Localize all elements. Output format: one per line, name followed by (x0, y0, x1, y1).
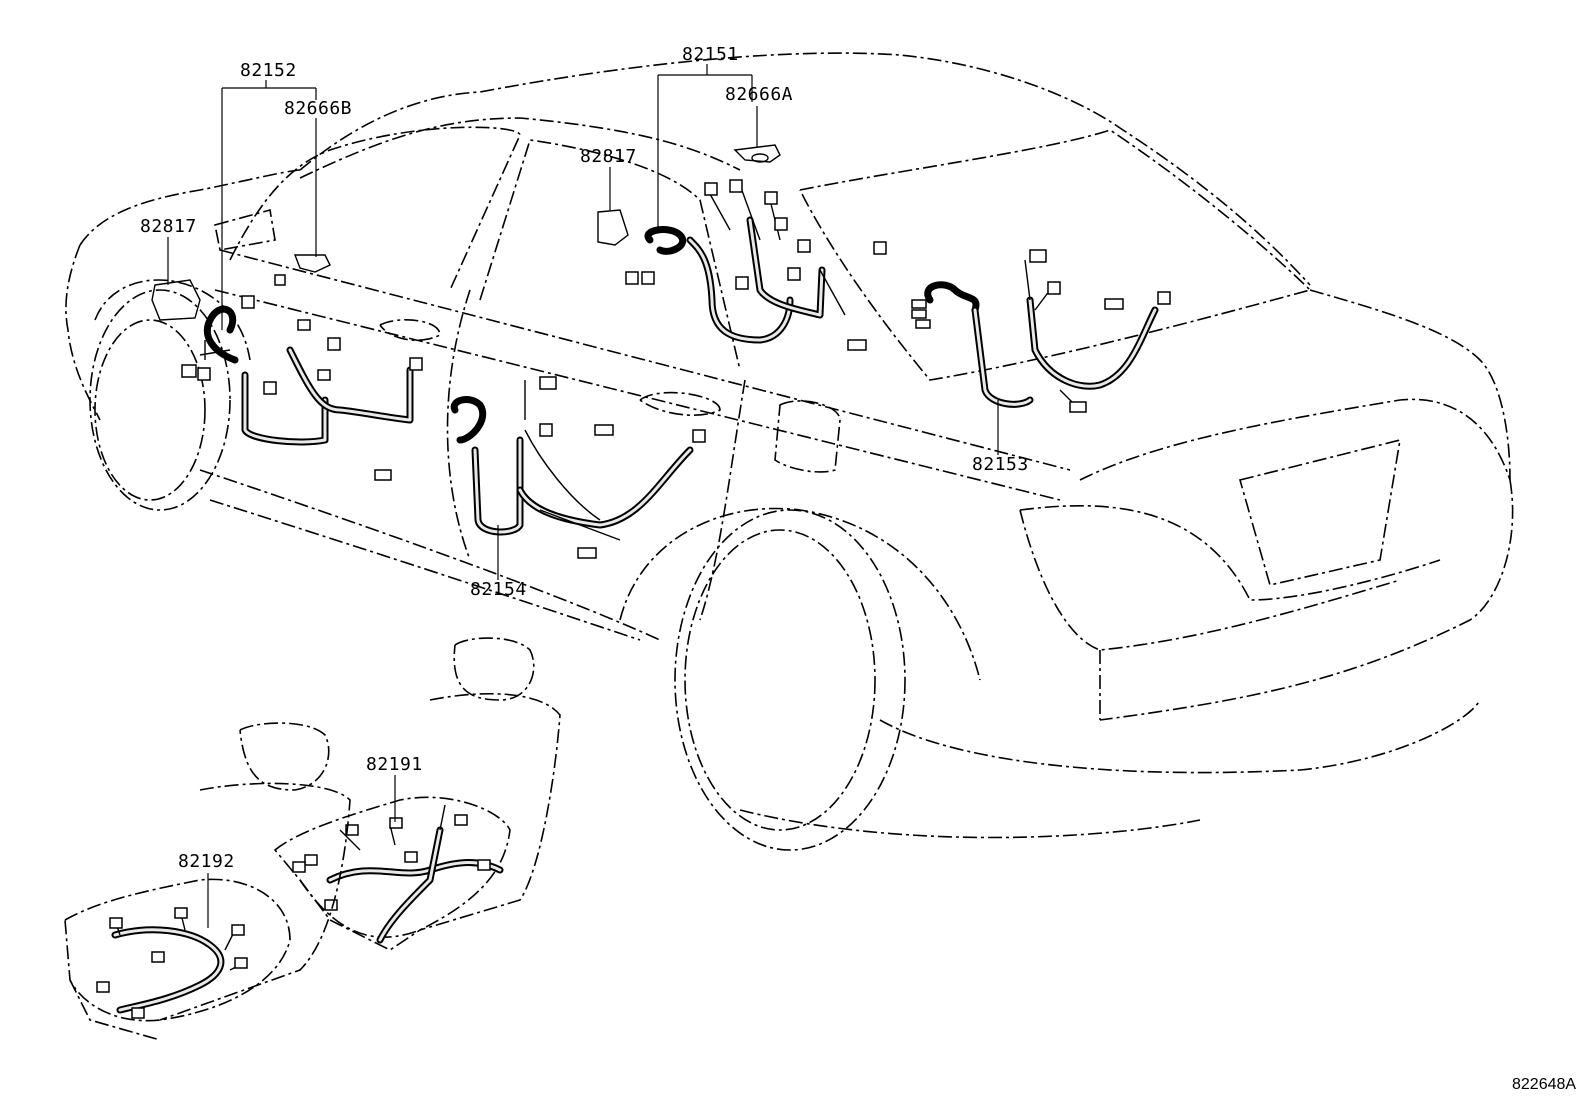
front-door-harness (181, 274, 423, 481)
part-number-82154: 82154 (470, 579, 527, 600)
protector-82817-front (151, 279, 201, 321)
leader-lines (167, 64, 999, 928)
car-body-outline (65, 52, 1514, 851)
rear-seat-harness (96, 907, 248, 1019)
rear-seat-outline (64, 722, 351, 1041)
front-seat-harness (292, 804, 504, 944)
part-number-82151: 82151 (682, 44, 739, 65)
part-number-82191: 82191 (366, 754, 423, 775)
front-seat-outline (273, 637, 561, 951)
part-number-82153: 82153 (972, 454, 1029, 475)
clamp-82666A (733, 144, 781, 163)
part-number-82666B: 82666B (284, 98, 353, 119)
rear-door-harness (450, 376, 706, 559)
floor-harness (625, 179, 887, 351)
part-number-82666A: 82666A (725, 84, 794, 105)
rear-deck-harness (911, 249, 1171, 413)
part-number-82192: 82192 (178, 851, 235, 872)
protector-82817-center (597, 209, 629, 246)
clamp-82666B (293, 254, 331, 273)
part-number-82152: 82152 (240, 60, 297, 81)
part-number-82817-front: 82817 (140, 216, 197, 237)
figure-code: 822648A (1512, 1076, 1577, 1093)
part-number-82817-center: 82817 (580, 146, 637, 167)
